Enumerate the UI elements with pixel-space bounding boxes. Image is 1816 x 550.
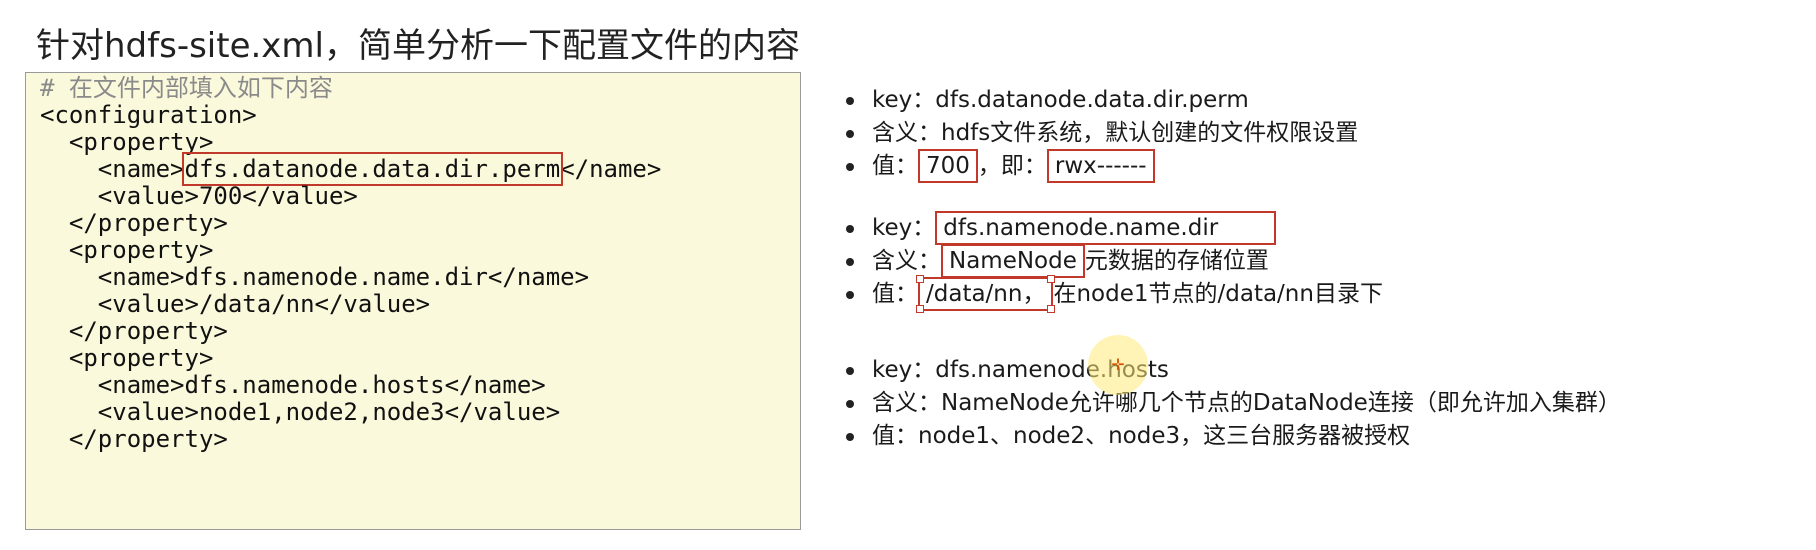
bullet-icon [846,399,854,408]
code-block: # 在文件内部填入如下内容 <configuration> <property>… [25,72,801,530]
note-text: /data/nn， [926,281,1046,307]
resize-handle[interactable] [1047,275,1056,283]
code-text: </name> [560,155,662,183]
bullet-icon [846,257,854,266]
code-line: </property> [40,209,228,237]
note-text: ，即： [977,153,1047,179]
bullet-icon [846,96,854,105]
namenode-box: NameNode [941,244,1085,278]
note-value2: 值： /data/nn， 在node1节点的/data/nn目录下 [846,274,1383,314]
resize-handle[interactable] [916,275,924,283]
code-line: <value>node1,node2,node3</value> [40,398,561,426]
note-meaning1: 含义：hdfs文件系统，默认创建的文件权限设置 [846,113,1358,153]
bullet-icon [846,162,854,171]
perm-highlight: dfs.datanode.data.dir.perm [181,152,564,186]
note-text: 值： [872,153,918,179]
crosshair-cursor-icon: ✛ [1111,355,1125,374]
code-text: <name> [40,155,185,183]
perm-rwx-box: rwx------ [1046,149,1155,183]
note-text: 含义：hdfs文件系统，默认创建的文件权限设置 [872,120,1359,146]
note-value1: 值：700，即：rwx------ [846,146,1155,186]
resize-handle[interactable] [916,305,924,313]
note-text: 含义：NameNode允许哪几个节点的DataNode连接（即允许加入集群） [872,390,1621,416]
code-line: <name>dfs.namenode.hosts</name> [40,371,546,399]
note-text: 值： [872,281,918,307]
code-line: <configuration> [40,101,257,129]
note-key2: key：dfs.namenode.name.dir [846,208,1277,248]
code-line-perm: <name>dfs.datanode.data.dir.perm</name> [40,152,662,186]
note-key1: key：dfs.datanode.data.dir.perm [846,80,1249,120]
bullet-icon [846,224,854,233]
note-text: 在node1节点的/data/nn目录下 [1053,281,1383,307]
bullet-icon [846,129,854,138]
code-line: <property> [40,128,214,156]
cursor-highlight [1088,335,1148,395]
note-text: key： [872,215,936,241]
code-comment: # 在文件内部填入如下内容 [40,74,333,102]
bullet-icon [846,432,854,441]
value-700-box: 700 [918,149,978,183]
code-line: <value>/data/nn</value> [40,290,431,318]
code-line: </property> [40,425,228,453]
name-dir-box: dfs.namenode.name.dir [935,211,1277,245]
page-title: 针对hdfs-site.xml，简单分析一下配置文件的内容 [36,26,800,66]
note-text: key：dfs.datanode.data.dir.perm [872,87,1249,113]
bullet-icon [846,366,854,375]
code-line: <name>dfs.namenode.name.dir</name> [40,263,590,291]
bullet-icon [846,290,854,299]
code-line: <value>700</value> [40,182,358,210]
note-text: 含义： [872,248,941,274]
note-text: 元数据的存储位置 [1084,248,1269,274]
note-value3: 值：node1、node2、node3，这三台服务器被授权 [846,416,1410,456]
note-meaning3: 含义：NameNode允许哪几个节点的DataNode连接（即允许加入集群） [846,383,1621,423]
code-line: </property> [40,317,228,345]
resize-handle[interactable] [1047,305,1056,313]
code-line: <property> [40,344,214,372]
data-nn-selection-box[interactable]: /data/nn， [916,275,1056,313]
code-line: <property> [40,236,214,264]
note-text: 值：node1、node2、node3，这三台服务器被授权 [872,423,1411,449]
